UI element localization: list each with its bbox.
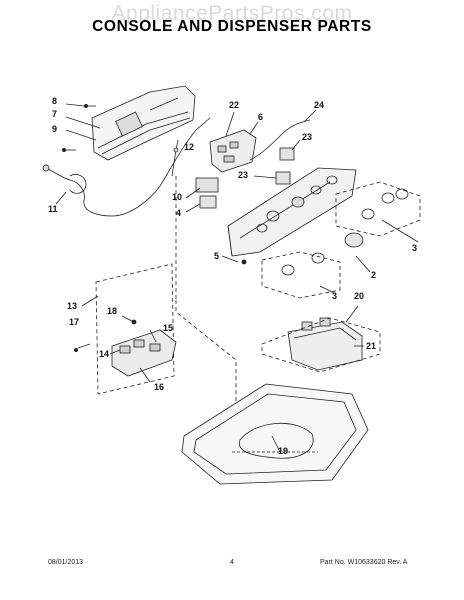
callout-5: 5 [214,251,220,261]
screw-8 [84,104,96,109]
callout-2: 2 [371,270,377,280]
washer-top [181,383,369,485]
callout-23-lower: 23 [238,170,249,180]
callout-24: 24 [314,100,325,110]
callout-18: 18 [107,306,118,316]
page-title: CONSOLE AND DISPENSER PARTS [92,18,372,35]
callout-14: 14 [99,349,110,359]
callout-23-upper: 23 [302,132,313,142]
callout-10: 10 [172,192,183,202]
control-board [209,129,257,173]
footer-part-info: Part No. W10633620 Rev. A [320,559,408,566]
callout-22: 22 [229,100,240,110]
callout-21: 21 [366,341,377,351]
dispenser [261,317,381,373]
callout-13: 13 [67,301,78,311]
callout-19: 19 [278,446,289,456]
console-panel [227,167,357,257]
callout-15: 15 [163,323,174,333]
machine-control [111,319,177,377]
callout-11: 11 [48,204,58,214]
callout-16: 16 [154,382,165,392]
callout-20: 20 [354,291,365,301]
callout-3-right: 3 [412,243,418,253]
callout-17: 17 [69,317,80,327]
callout-4: 4 [176,208,182,218]
callout-12: 12 [184,142,195,152]
callout-3-lower: 3 [332,291,338,301]
screw-9 [62,147,76,152]
footer-page-number: 4 [230,559,234,566]
console-rear-housing [91,85,196,161]
footer-date: 08/01/2013 [48,559,84,566]
callout-6: 6 [258,112,264,122]
watermark: AppliancePartsPros.com [111,2,353,25]
callout-8: 8 [52,96,58,106]
callout-9: 9 [52,124,58,134]
power-cord [42,117,211,217]
callout-7: 7 [52,109,58,119]
